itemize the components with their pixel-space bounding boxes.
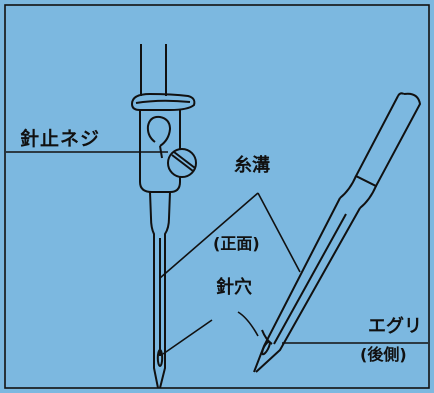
clamp-screw-icon — [167, 148, 197, 178]
label-needle-clamp-screw: 針止ネジ — [20, 128, 101, 150]
needle-bar — [140, 44, 167, 96]
needle-clamp — [130, 92, 196, 193]
needle-front — [149, 191, 171, 389]
label-back: (後側) — [360, 345, 407, 364]
leader-lines — [6, 151, 428, 355]
diagram-frame — [4, 4, 430, 389]
label-needle-eye: 針穴 — [216, 277, 252, 298]
label-scarf: エグリ — [368, 316, 422, 337]
needle-back — [253, 92, 422, 373]
label-front: (正面) — [213, 234, 260, 253]
label-thread-groove: 糸溝 — [234, 155, 270, 176]
